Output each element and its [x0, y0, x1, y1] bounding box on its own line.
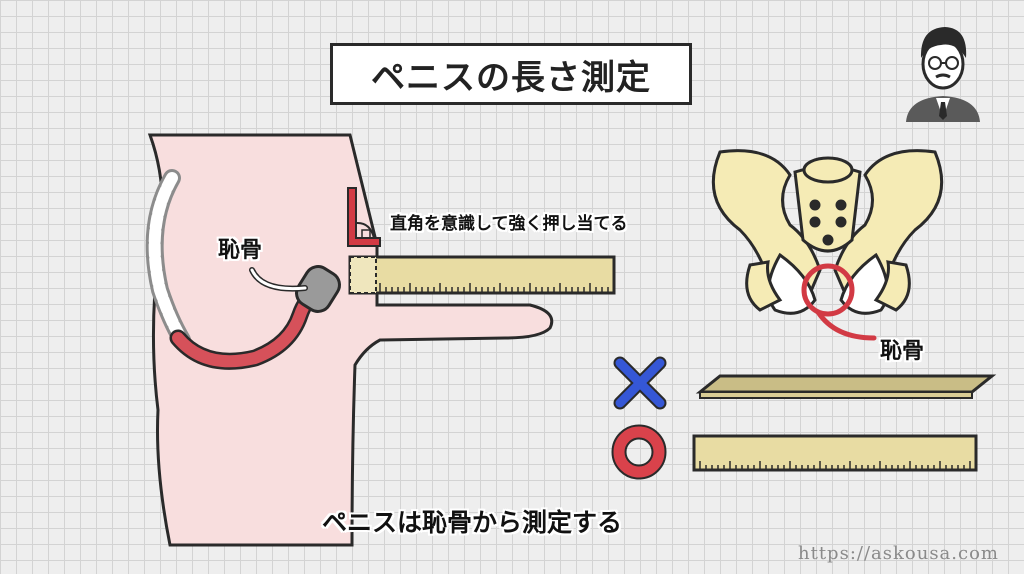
cross-mark-icon — [613, 356, 667, 410]
right-angle-tip-label: 直角を意識して強く押し当てる — [390, 214, 628, 234]
watermark-url: https://askousa.com — [798, 543, 999, 564]
pubic-bone-highlight-leader — [815, 309, 877, 341]
spine-detail — [148, 172, 188, 346]
right-angle-ruler-icon — [347, 187, 381, 247]
correct-ruler — [692, 434, 978, 472]
pelvis-illustration — [711, 149, 944, 315]
page-title: ペニスの長さ測定 — [330, 43, 692, 105]
measurement-caption: ペニスは恥骨から測定する — [322, 508, 623, 537]
pubic-bone-label-left: 恥骨 — [218, 238, 263, 263]
author-avatar-icon — [906, 27, 980, 122]
ruler-on-penis — [348, 255, 616, 295]
pubic-bone-label-right: 恥骨 — [880, 339, 925, 364]
wrong-angle-ruler — [695, 374, 997, 399]
pubic-bone-highlight — [801, 263, 855, 317]
pubic-bone-side — [295, 265, 341, 313]
